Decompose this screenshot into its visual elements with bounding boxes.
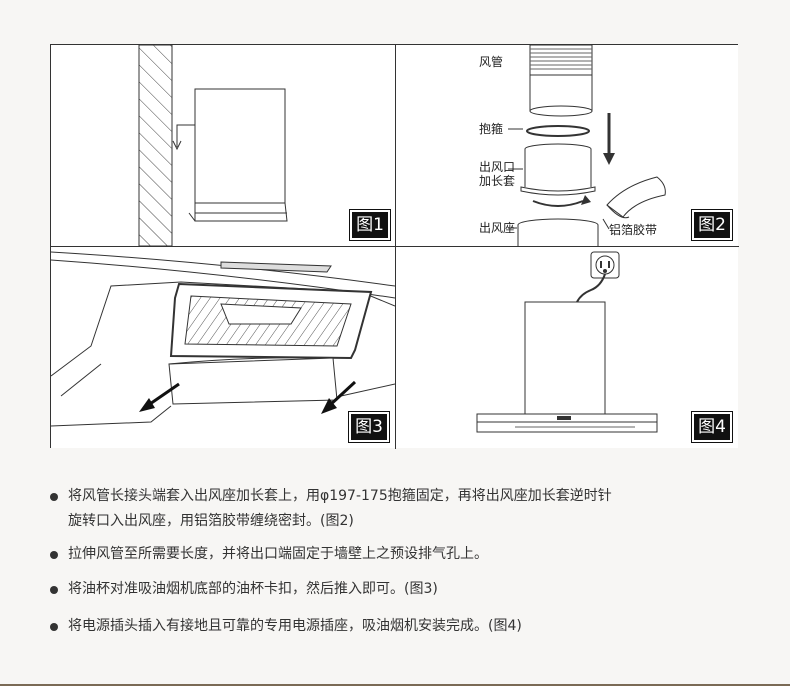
figure-1-panel: 图1 [51, 45, 395, 246]
figure-2-drawing [508, 45, 666, 246]
instruction-text: 将电源插头插入有接地且可靠的专用电源插座，吸油烟机安装完成。(图4) [68, 618, 522, 634]
instruction-text: 拉伸风管至所需要长度，并将出口端固定于墙壁上之预设排气孔上。 [68, 546, 488, 562]
instruction-text: 将油杯对准吸油烟机底部的油杯卡扣，然后推入即可。(图3) [68, 581, 438, 597]
figure-4-panel: 图4 [395, 246, 738, 448]
instruction-text: 将风管长接头端套入出风座加长套上，用φ197-175抱箍固定，再将出风座加长套逆… [68, 488, 612, 504]
label-clamp: 抱箍 [479, 122, 504, 136]
bullet-icon [50, 493, 58, 501]
instruction-text-continued: 旋转口入出风座，用铝箔胶带缠绕密封。(图2) [68, 513, 354, 529]
bullet-icon [50, 623, 58, 631]
figure-2-badge: 图2 [691, 209, 733, 241]
grid-divider-horizontal [51, 246, 739, 247]
bottom-divider [0, 684, 790, 686]
figure-1-drawing [138, 45, 288, 246]
figure-3-drawing [51, 251, 395, 427]
label-outlet-base: 出风座 [479, 221, 516, 235]
instruction-item: 拉伸风管至所需要长度，并将出口端固定于墙壁上之预设排气孔上。 [48, 542, 748, 567]
label-foil-tape: 铝箔胶带 [609, 223, 658, 237]
grid-divider-vertical [395, 45, 396, 449]
bullet-icon [50, 551, 58, 559]
figure-3-badge: 图3 [348, 411, 390, 443]
label-duct: 风管 [479, 55, 504, 69]
label-outlet-extension-2: 加长套 [479, 174, 516, 188]
instruction-list: 将风管长接头端套入出风座加长套上，用φ197-175抱箍固定，再将出风座加长套逆… [48, 484, 748, 639]
bullet-icon [50, 586, 58, 594]
instruction-item: 将电源插头插入有接地且可靠的专用电源插座，吸油烟机安装完成。(图4) [48, 614, 748, 639]
figure-2-panel: 风管 抱箍 出风口 加长套 出风座 铝箔胶带 图2 [395, 45, 738, 246]
figure-3-panel: 图3 [51, 246, 395, 448]
figure-4-drawing [476, 251, 658, 433]
instruction-item: 将风管长接头端套入出风座加长套上，用φ197-175抱箍固定，再将出风座加长套逆… [48, 484, 748, 534]
label-outlet-extension-1: 出风口 [479, 160, 516, 174]
figure-1-badge: 图1 [349, 209, 391, 241]
figure-grid: 图1 [50, 44, 739, 449]
figure-4-badge: 图4 [691, 411, 733, 443]
instruction-item: 将油杯对准吸油烟机底部的油杯卡扣，然后推入即可。(图3) [48, 577, 748, 602]
